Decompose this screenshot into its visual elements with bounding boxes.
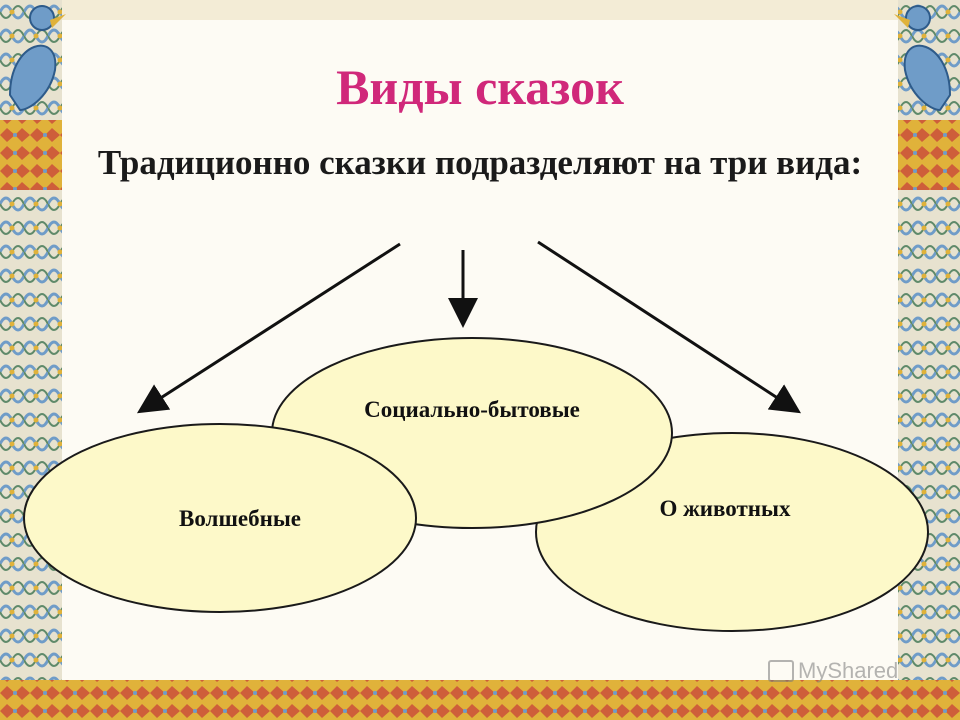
- node-magic-label: Волшебные: [179, 506, 301, 531]
- bird-ornament-left-icon: [8, 5, 66, 112]
- arrow-to-magic: [136, 242, 401, 414]
- arrow-to-animals: [537, 240, 802, 414]
- node-magic-ellipse: [23, 423, 417, 613]
- node-animals-label: О животных: [659, 496, 791, 521]
- slide-title: Виды сказок: [336, 59, 624, 115]
- node-social-label: Социально-бытовые: [364, 397, 580, 422]
- slide-subtitle: Традиционно сказки подразделяют на три в…: [97, 143, 863, 182]
- bird-ornament-right-icon: [894, 5, 952, 112]
- watermark-text: MyShared: [798, 658, 899, 683]
- presentation-icon: [768, 660, 794, 682]
- watermark: MyShared: [768, 658, 898, 684]
